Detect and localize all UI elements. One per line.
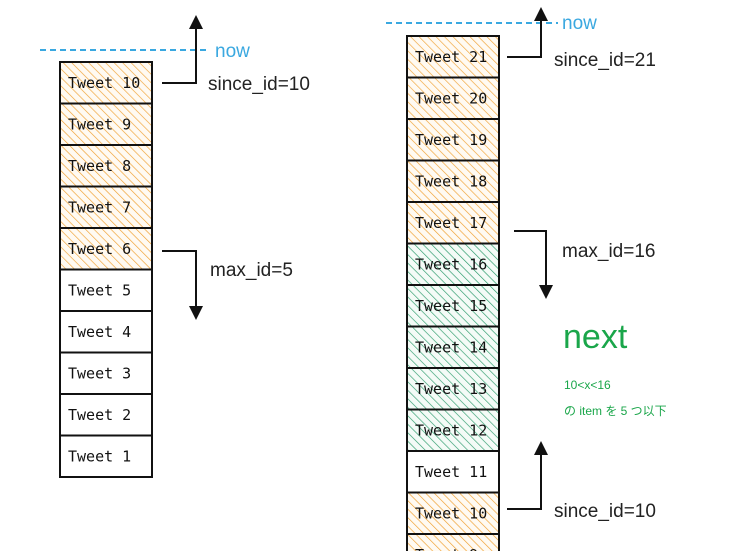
tweet-label: Tweet 20 <box>415 89 487 107</box>
tweet-label: Tweet 16 <box>415 255 487 273</box>
tweet-cell <box>406 408 500 452</box>
tweet-label: Tweet 6 <box>68 240 131 258</box>
tweet-label: Tweet 14 <box>415 338 487 356</box>
right-tweet-stack: Tweet 21 Tweet 20 Tweet 19 Tweet 18 Tweet 17… <box>406 35 500 551</box>
tweet-label: Tweet 11 <box>415 463 487 481</box>
tweet-cell <box>406 118 500 162</box>
next-count-note: の item を 5 つ以下 <box>564 404 667 418</box>
tweet-cell <box>406 284 500 328</box>
left-now-label: now <box>215 41 250 62</box>
tweet-label: Tweet 19 <box>415 131 487 149</box>
left-tweet-stack: Tweet 10 Tweet 9 Tweet 8 Tweet 7 Tweet 6 Twee… <box>59 61 153 478</box>
tweet-cell <box>406 76 500 120</box>
tweet-label: Tweet 2 <box>68 406 131 424</box>
right-now-label: now <box>562 13 597 34</box>
tweet-label: Tweet 3 <box>68 364 131 382</box>
tweet-cell <box>406 35 500 79</box>
tweet-label: Tweet 9 <box>415 546 478 551</box>
right-max-arrow <box>514 230 553 299</box>
tweet-cell <box>406 491 500 535</box>
tweet-label: Tweet 12 <box>415 421 487 439</box>
right-since-bottom-label: since_id=10 <box>554 501 656 522</box>
tweet-label: Tweet 10 <box>415 504 487 522</box>
tweet-label: Tweet 21 <box>415 48 487 66</box>
right-since-top-label: since_id=21 <box>554 50 656 71</box>
tweet-label: Tweet 17 <box>415 214 487 232</box>
tweet-cell <box>406 242 500 286</box>
tweet-label: Tweet 13 <box>415 380 487 398</box>
tweet-cell <box>59 61 153 105</box>
tweet-label: Tweet 8 <box>68 157 131 175</box>
tweet-label: Tweet 15 <box>415 297 487 315</box>
tweet-label: Tweet 9 <box>68 115 131 133</box>
next-label: next <box>563 318 628 356</box>
tweet-cell <box>406 533 500 551</box>
right-since-top-arrow <box>507 7 548 58</box>
tweet-cell <box>406 367 500 411</box>
right-max-label: max_id=16 <box>562 241 655 262</box>
tweet-cell <box>406 325 500 369</box>
tweet-label: Tweet 4 <box>68 323 131 341</box>
tweet-label: Tweet 5 <box>68 281 131 299</box>
tweet-cell <box>59 351 153 395</box>
tweet-cell <box>59 268 153 312</box>
tweet-label: Tweet 1 <box>68 447 131 465</box>
tweet-label: Tweet 10 <box>68 74 140 92</box>
left-max-label: max_id=5 <box>210 260 293 281</box>
left-since-arrow <box>162 15 203 84</box>
left-max-arrow <box>162 250 203 320</box>
tweet-cell <box>59 434 153 478</box>
left-since-label: since_id=10 <box>208 74 310 95</box>
next-range-note: 10<x<16 <box>564 378 611 392</box>
right-since-bottom-arrow <box>507 441 548 510</box>
tweet-label: Tweet 18 <box>415 172 487 190</box>
tweet-label: Tweet 7 <box>68 198 131 216</box>
tweet-cell <box>59 185 153 229</box>
tweet-cell <box>406 450 500 494</box>
tweet-cell <box>406 201 500 245</box>
